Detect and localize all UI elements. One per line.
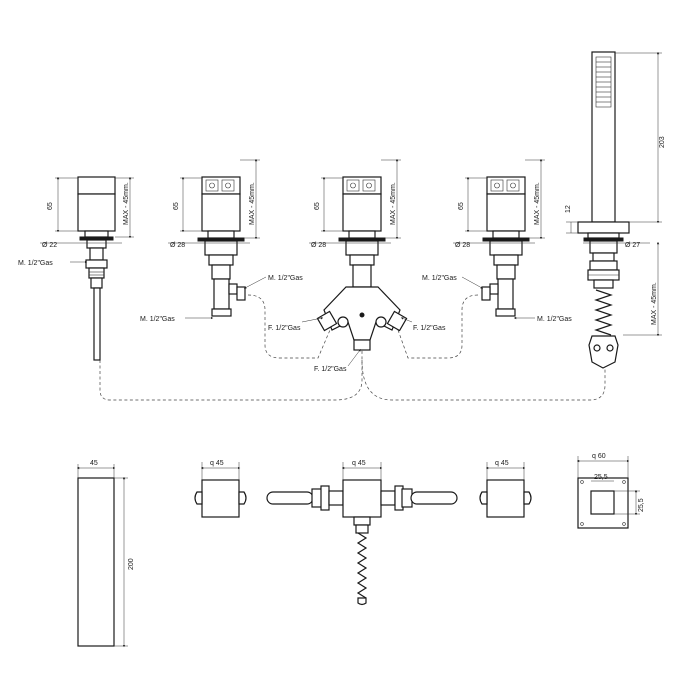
diverter-left-arm bbox=[266, 491, 314, 505]
mixer-right-top-square bbox=[486, 479, 525, 518]
mixer-right-top-view: q 45 bbox=[479, 460, 532, 518]
spout-top-view: 45 200 bbox=[76, 460, 135, 648]
holder-inner-height-label: 25,5 bbox=[638, 498, 645, 512]
mixer-left-diameter-label: Ø 28 bbox=[170, 242, 185, 249]
mixer-right-max-label: MAX - 45mm. bbox=[534, 182, 541, 225]
diverter-max-label: MAX - 45mm. bbox=[390, 182, 397, 225]
diverter-height-label: 65 bbox=[314, 202, 321, 210]
spout-thread-label: M. 1/2"Gas bbox=[18, 260, 53, 267]
mixer-right-thread-side-label: M. 1/2"Gas bbox=[422, 275, 457, 282]
spout-body bbox=[77, 193, 116, 232]
diverter-side-view: 65 MAX - 45mm. Ø 28 F. 1/2"Gas F. 1/2"Ga… bbox=[268, 158, 446, 373]
diverter-right-arm bbox=[410, 491, 458, 505]
mixer-left-top-view: q 45 bbox=[194, 460, 247, 518]
mixer-left-thread-bottom-label: M. 1/2"Gas bbox=[140, 316, 175, 323]
spout-top-length-label: 200 bbox=[128, 558, 135, 570]
spout-diameter-label: Ø 22 bbox=[42, 242, 57, 249]
mixer-right-side-view: 65 MAX - 45mm. Ø 28 M. 1/2"Gas M. 1/2"Ga… bbox=[422, 158, 572, 323]
connecting-pipes bbox=[99, 294, 606, 401]
holder-inner-square bbox=[590, 490, 615, 515]
diverter-top-width-label: q 45 bbox=[352, 460, 366, 467]
holder-width-label: q 60 bbox=[592, 453, 606, 460]
spout-top-width-label: 45 bbox=[90, 460, 98, 467]
hose-spring bbox=[594, 289, 613, 336]
spout-cap bbox=[77, 176, 116, 195]
mixer-right-top-width-label: q 45 bbox=[495, 460, 509, 467]
mixer-left-top-square bbox=[201, 479, 240, 518]
spout-top-outline bbox=[77, 477, 115, 647]
hand-shower-max-label: MAX - 45mm. bbox=[651, 282, 658, 325]
hand-shower-length-label: 203 bbox=[659, 136, 666, 148]
diverter-hose bbox=[356, 532, 368, 599]
hand-shower-collar-label: 12 bbox=[565, 205, 572, 213]
mixer-left-max-label: MAX - 45mm. bbox=[249, 182, 256, 225]
mixer-right-height-label: 65 bbox=[458, 202, 465, 210]
diverter-thread-bottom-label: F. 1/2"Gas bbox=[314, 366, 347, 373]
holder-top-view: q 60 25,5 25,5 bbox=[576, 453, 645, 529]
diverter-diameter-label: Ø 28 bbox=[311, 242, 326, 249]
hand-shower-holder bbox=[577, 221, 630, 234]
diverter-thread-left-label: F. 1/2"Gas bbox=[268, 325, 301, 332]
mixer-left-head bbox=[201, 176, 241, 195]
mixer-left-height-label: 65 bbox=[173, 202, 180, 210]
mixer-left-side-view: 65 MAX - 45mm. Ø 28 M. 1/2"Gas M. 1/2"Ga… bbox=[140, 158, 303, 323]
mixer-left-thread-side-label: M. 1/2"Gas bbox=[268, 275, 303, 282]
spout-side-view: 65 MAX - 45mm. Ø 22 M. 1/2"Gas bbox=[18, 176, 134, 361]
hand-shower-diameter-label: Ø 27 bbox=[625, 242, 640, 249]
mixer-right-thread-bottom-label: M. 1/2"Gas bbox=[537, 316, 572, 323]
hand-shower-side-view: 203 12 Ø 27 MAX - 45mm. bbox=[565, 51, 666, 369]
diverter-thread-right-label: F. 1/2"Gas bbox=[413, 325, 446, 332]
hose-connector bbox=[588, 335, 619, 369]
mixer-left-top-width-label: q 45 bbox=[210, 460, 224, 467]
holder-inner-width-label: 25,5 bbox=[594, 474, 608, 481]
diverter-top-square bbox=[342, 479, 382, 518]
spout-max-label: MAX - 45mm. bbox=[123, 182, 130, 225]
mixer-right-diameter-label: Ø 28 bbox=[455, 242, 470, 249]
spout-height-label: 65 bbox=[47, 202, 54, 210]
diverter-top-view: q 45 bbox=[266, 460, 458, 606]
hand-shower-handle bbox=[591, 51, 616, 223]
